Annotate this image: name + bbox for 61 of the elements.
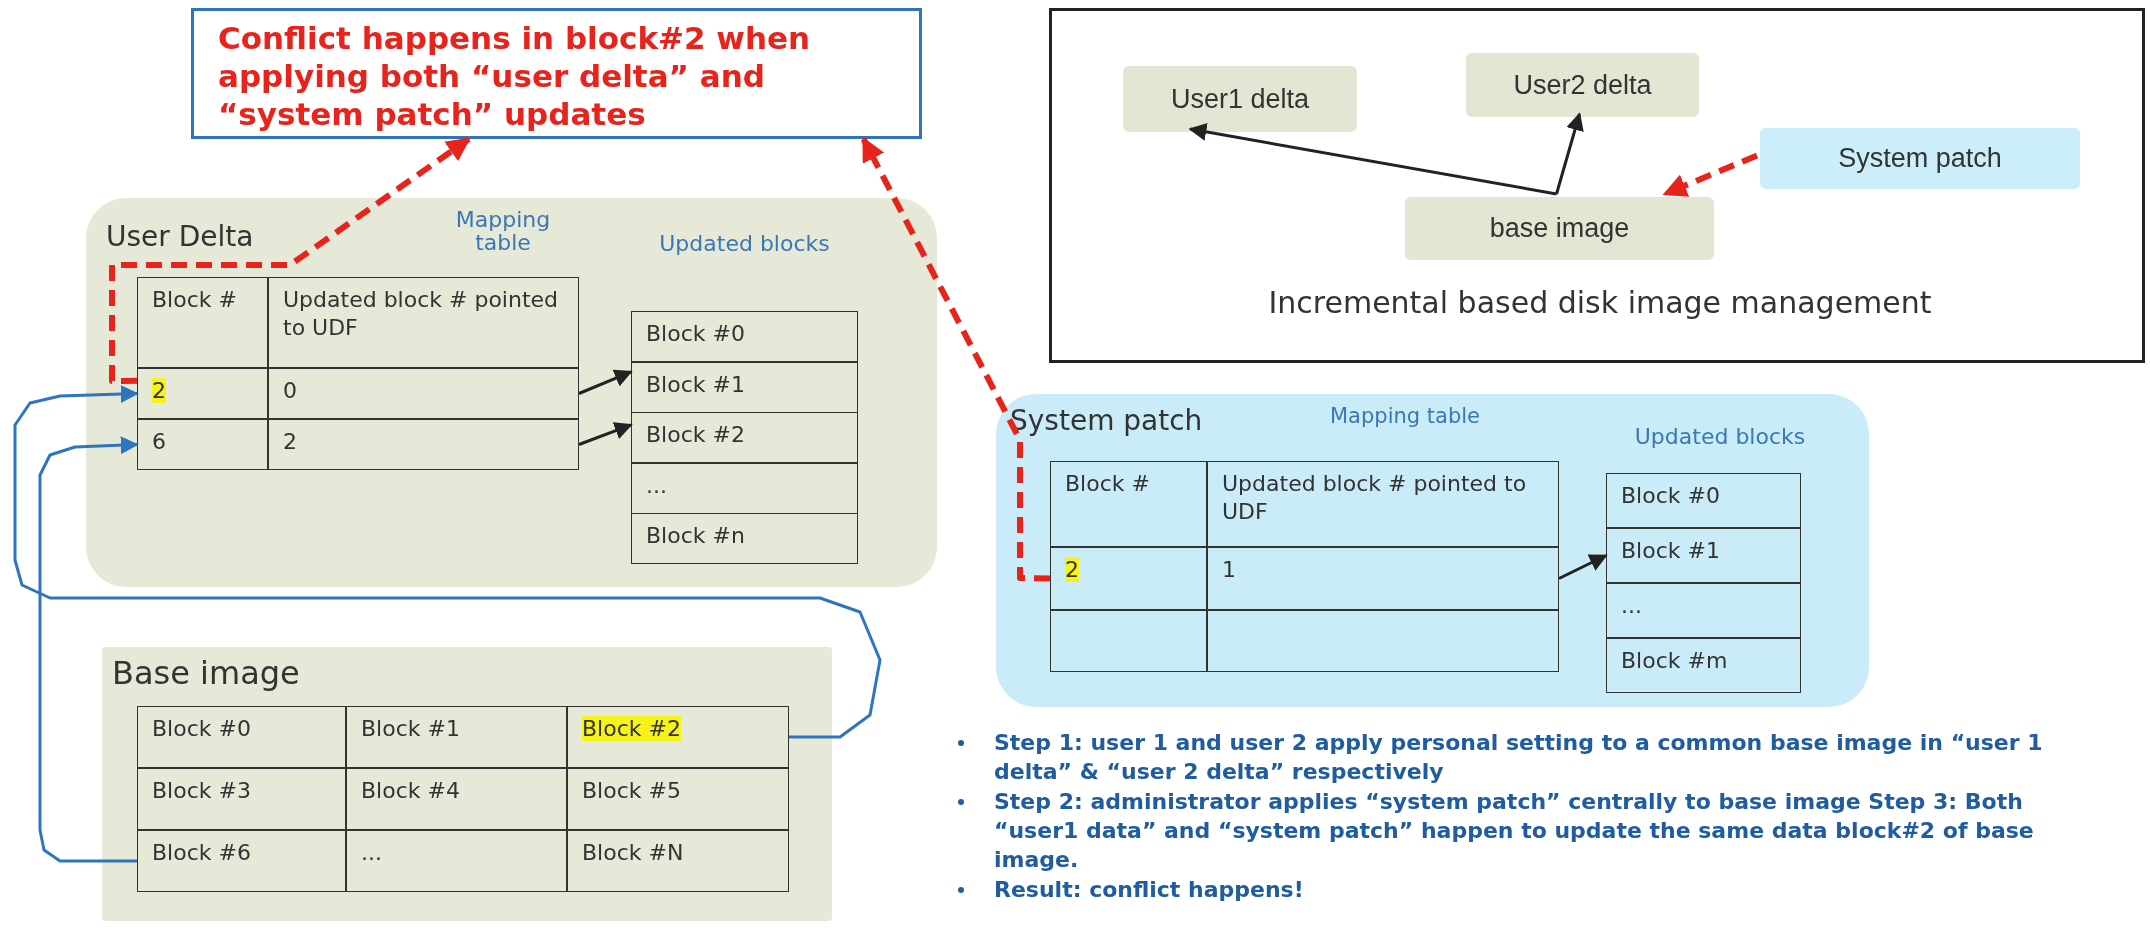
table-cell: Block #N	[567, 830, 789, 892]
table-cell: Block #2	[567, 706, 789, 768]
bullet-text: Step 1: user 1 and user 2 apply personal setting to a common base image in “user 1 delta” & “user 2 delta” respectively	[994, 730, 2043, 784]
table-title: Mapping table	[454, 208, 552, 255]
table-cell: Block #1	[346, 706, 567, 768]
arrow	[13, 385, 882, 739]
table-cell: Block #0	[137, 706, 346, 768]
table-cell: 2	[1050, 547, 1207, 610]
table-cell: Block #2	[631, 412, 858, 464]
table-cell: Block #6	[137, 830, 346, 892]
arrow	[1188, 122, 1557, 196]
table-cell: 1	[1207, 547, 1559, 610]
table-cell: Block #4	[346, 768, 567, 830]
bullet-text: Step 2: administrator applies “system patch” centrally to base image Step 3: Both “user1 data” and “system patch” happen to update the same data block#2 of base image.	[994, 789, 2034, 872]
table-cell: ...	[346, 830, 567, 892]
dashed-arrow	[1662, 152, 1759, 197]
node-box: System patch	[1760, 128, 2080, 189]
node-box: User1 delta	[1123, 66, 1357, 132]
node-box: base image	[1405, 197, 1714, 260]
table-cell: 0	[268, 368, 579, 419]
table-cell: Block #	[137, 277, 268, 368]
table-cell: Block #n	[631, 513, 858, 565]
table-cell: Block #	[1050, 461, 1207, 547]
table-cell: Block #0	[1606, 473, 1801, 528]
dashed-arrow	[109, 136, 471, 384]
dashed-arrow	[860, 136, 1051, 582]
table-cell	[1207, 610, 1559, 672]
table-cell	[1050, 610, 1207, 672]
panel-title: User Delta	[106, 222, 255, 252]
node-box: User2 delta	[1466, 53, 1699, 117]
callout-box: Conflict happens in block#2 when applying both “user delta” and “system patch” updates	[191, 8, 922, 139]
group-panel	[102, 647, 832, 921]
arrow	[1555, 112, 1584, 195]
table-title: Updated blocks	[1633, 425, 1807, 449]
group-panel	[86, 198, 937, 587]
table-title: Updated blocks	[658, 232, 831, 256]
arrow	[578, 422, 633, 446]
table-cell: Block #1	[1606, 528, 1801, 583]
arrow	[1558, 554, 1608, 580]
table-cell: Block #m	[1606, 638, 1801, 693]
table-cell: Block #5	[567, 768, 789, 830]
table-cell: Updated block # pointed to UDF	[268, 277, 579, 368]
table-cell: Block #1	[631, 361, 858, 413]
panel-caption: Incremental based disk image management	[1267, 287, 1933, 319]
diagram-panel	[1049, 8, 2145, 363]
table-cell: Block #0	[631, 311, 858, 362]
table-cell: 2	[137, 368, 268, 419]
group-panel	[996, 394, 1869, 707]
table-cell: Updated block # pointed to UDF	[1207, 461, 1559, 547]
panel-title: Base image	[112, 657, 301, 691]
block-list	[631, 232, 858, 564]
table-cell: ...	[1606, 583, 1801, 638]
panel-title: System patch	[1010, 406, 1204, 436]
arrow	[578, 369, 633, 395]
table-cell: Block #3	[137, 768, 346, 830]
bullet-text: Result: conflict happens!	[994, 877, 1304, 902]
table-cell: 2	[268, 419, 579, 470]
table-title: Mapping table	[1330, 405, 1480, 428]
table-cell: 6	[137, 419, 268, 470]
table-cell: ...	[631, 462, 858, 514]
arrow	[38, 436, 139, 863]
